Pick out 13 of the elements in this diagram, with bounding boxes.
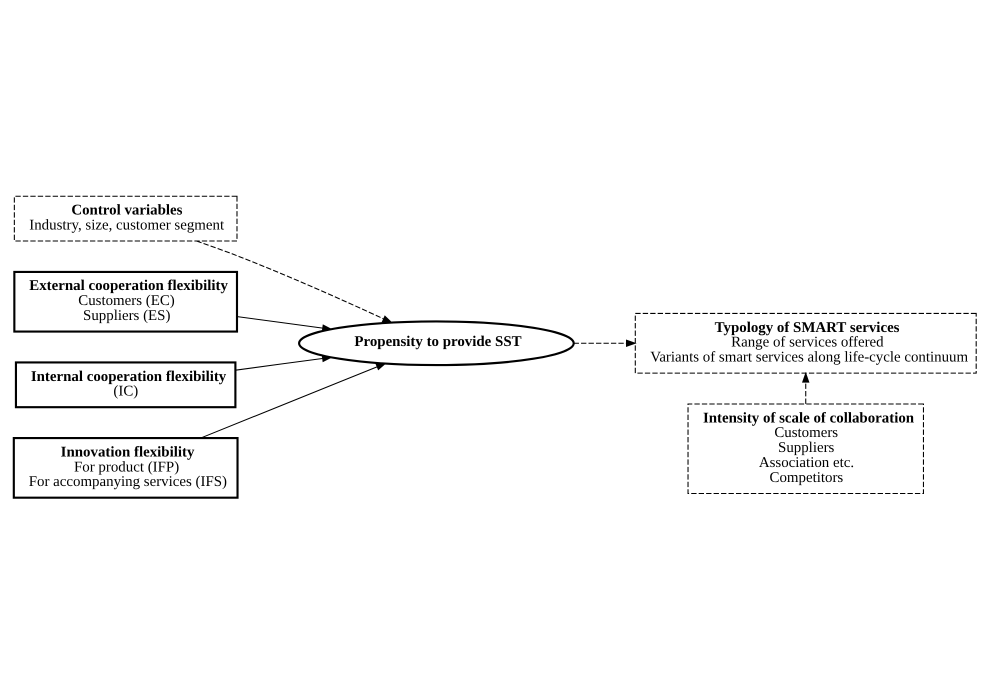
arrow [200, 362, 386, 439]
node-box: Control variables Industry, size, customer segment [13, 196, 238, 242]
arrow [573, 340, 636, 347]
arrow [234, 354, 332, 371]
node-box: Intensity of scale of collaboration Customers Suppliers Association etc. Competitors [687, 403, 924, 494]
node-ellipse: Propensity to provide SST [298, 320, 574, 366]
arrow [196, 240, 392, 324]
arrow [802, 372, 809, 404]
node-box: Internal cooperation flexibility (IC) [14, 361, 236, 408]
node-box: Innovation flexibility For product (IFP) For accompanying services (IFS) [12, 437, 238, 499]
node-box: External cooperation flexibility Customers (EC) Suppliers (ES) [12, 270, 238, 333]
arrow [236, 316, 332, 332]
node-box: Typology of SMART services Range of services offered Variants of smart services along life-cycle continuum [634, 312, 976, 374]
